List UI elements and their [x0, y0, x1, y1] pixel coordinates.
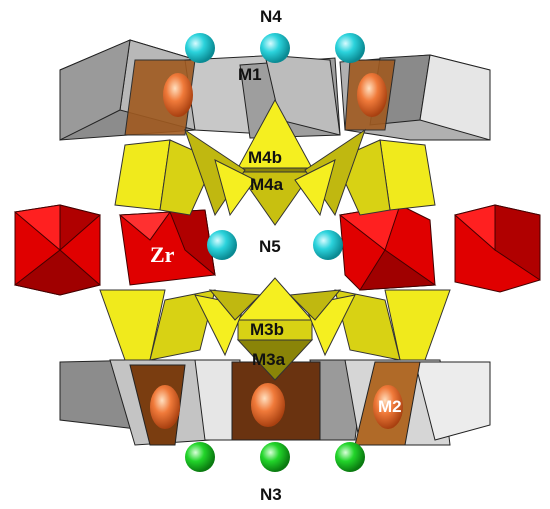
- label-m3b: M3b: [250, 320, 284, 339]
- yellow-tetrahedra-lower: [99, 277, 451, 381]
- label-zr: Zr: [150, 242, 175, 267]
- n5-atom-left: [207, 230, 237, 260]
- n4-atom-left: [185, 33, 215, 63]
- label-m4b: M4b: [248, 148, 282, 167]
- yellow-tetrahedra-upper: [114, 98, 436, 226]
- m1-atom-left: [163, 73, 193, 117]
- m2-atom-right: [373, 385, 403, 429]
- label-n3: N3: [260, 485, 282, 504]
- label-m3a: M3a: [252, 350, 286, 369]
- n3-atom-right: [335, 442, 365, 472]
- m2-atom-left: [150, 385, 180, 429]
- n4-atom-center: [260, 33, 290, 63]
- label-m2: M2: [378, 397, 402, 416]
- label-n5: N5: [259, 237, 281, 256]
- n3-atom-center: [260, 442, 290, 472]
- m2-atom-center: [251, 383, 285, 427]
- label-m1: M1: [238, 65, 262, 84]
- n4-atom-right: [335, 33, 365, 63]
- n5-atom-right: [313, 230, 343, 260]
- label-m4a: M4a: [250, 175, 284, 194]
- n3-atom-left: [185, 442, 215, 472]
- label-n4: N4: [260, 7, 282, 26]
- m1-atom-right: [357, 73, 387, 117]
- red-zr-octahedra: [13, 204, 541, 296]
